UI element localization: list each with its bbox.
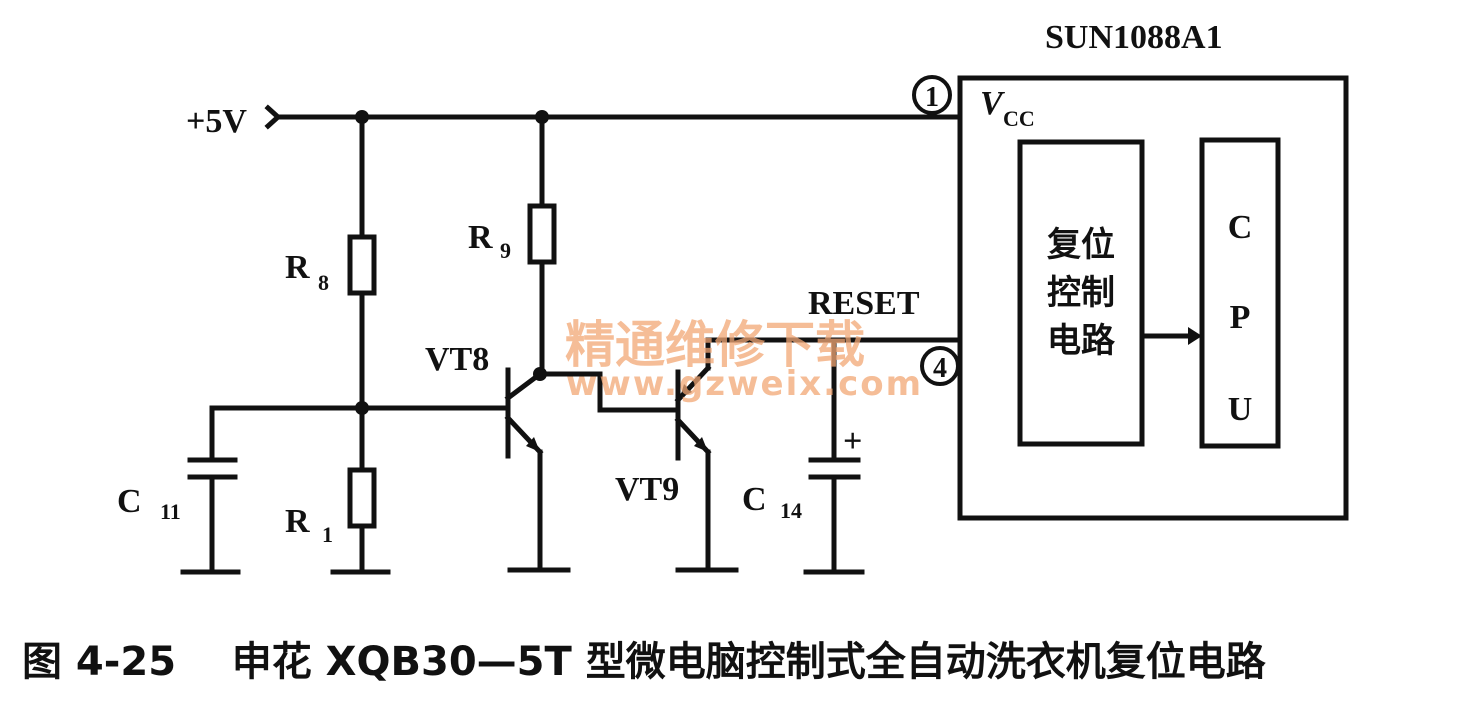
c11-label: C	[117, 483, 142, 520]
reset-label: RESET	[808, 285, 920, 322]
reset-block-line-2: 控制	[1047, 273, 1115, 313]
cpu-letter-u: U	[1228, 391, 1253, 428]
reset-control-block	[1017, 139, 1145, 447]
c11-subscript: 11	[160, 499, 181, 524]
vt8-label: VT8	[425, 341, 489, 378]
cpu-block	[1199, 137, 1281, 449]
reset-block-line-1: 复位	[1047, 225, 1115, 265]
cpu-letter-p: P	[1230, 299, 1251, 336]
vt9-emitter-arrow-icon	[680, 384, 692, 398]
vt9-collector-arrow-icon	[694, 437, 708, 452]
pin-4-label: 4	[933, 353, 947, 384]
r1-subscript: 1	[322, 522, 333, 547]
c11-top-wire	[209, 405, 365, 461]
r8-label: R	[285, 249, 310, 286]
resistor-r9	[527, 203, 557, 265]
pin-1-label: 1	[925, 82, 939, 113]
c14-subscript: 14	[780, 498, 802, 523]
r9-label: R	[468, 219, 493, 256]
c14-polarity-label: +	[843, 423, 862, 460]
vt8-emitter-arrow-icon	[526, 437, 540, 452]
vt9-label: VT9	[615, 471, 679, 508]
ic-name-label: SUN1088A1	[1045, 19, 1223, 56]
vcc-subscript: CC	[1003, 106, 1035, 131]
resistor-r8	[347, 234, 377, 296]
figure-caption: 图 4-25 申花 XQB30—5T 型微电脑控制式全自动洗衣机复位电路	[22, 639, 1267, 685]
reset-block-line-3: 电路	[1047, 321, 1116, 361]
r1-label: R	[285, 503, 310, 540]
cpu-arrow-icon	[1188, 327, 1202, 345]
r8-subscript: 8	[318, 270, 329, 295]
cpu-letter-c: C	[1228, 209, 1253, 246]
supply-label: +5V	[186, 103, 247, 140]
vcc-label: V	[980, 85, 1005, 122]
pin-4-marker-icon	[920, 346, 960, 386]
watermark-cn: 精通维修下载	[565, 316, 865, 374]
c14-label: C	[742, 481, 767, 518]
watermark-url: www.gzweix.com	[566, 364, 923, 404]
resistor-r1	[347, 467, 377, 529]
pin-1-marker-icon	[912, 75, 952, 115]
vt8-vt9-wire	[537, 371, 681, 413]
r9-subscript: 9	[500, 238, 511, 263]
